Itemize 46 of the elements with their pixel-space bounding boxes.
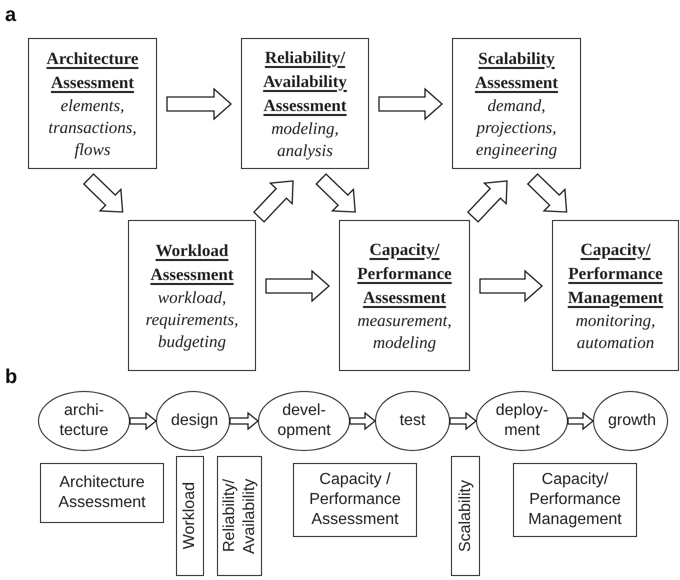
assessment-name: Capacity / Performance Assessment [308,470,402,530]
block-arrow [349,412,376,430]
block-arrow [82,173,124,213]
stage-activities: measurement, modeling [356,310,453,354]
panel-letter: a [5,4,16,27]
block-arrow [252,180,294,223]
assessment-box [217,456,262,576]
block-arrow [567,412,594,430]
assessment-name: Architecture Assessment [57,473,147,513]
stage-box [241,38,369,169]
phase-name: growth [608,411,653,431]
block-arrow [166,88,232,120]
assessment-name: Reliability/ Availability [220,477,258,556]
stage-box [128,220,256,371]
block-arrow [129,412,158,430]
block-arrow [265,270,330,302]
assessment-name: Scalability [456,480,474,552]
assessment-name: Workload [180,482,199,550]
block-arrow [449,412,478,430]
assessment-box [293,463,417,537]
assessment-name: Capacity/ Performance Management [527,470,623,530]
block-arrow [378,88,443,120]
block-arrow [315,173,356,213]
panel-letter: b [5,366,18,389]
stage-activities: elements, transactions, flows [47,94,138,160]
block-arrow [526,173,568,213]
phase-name: deploy- ment [494,401,550,441]
stage-activities: demand, projections, engineering [474,94,558,160]
assessment-box [451,456,480,576]
block-arrow [229,412,260,430]
block-arrow [466,180,508,223]
assessment-box [176,456,204,576]
assessment-box [40,463,164,523]
phase-name: devel- opment [276,401,332,441]
stage-box [452,38,581,169]
assessment-box [513,463,637,537]
phase-name: design [171,411,215,431]
stage-activities: modeling, analysis [270,118,340,162]
stage-activities: monitoring, automation [574,310,656,354]
stage-box [339,220,470,371]
stage-box [552,220,679,371]
phase-name: archi- tecture [58,401,110,441]
phase-name: test [400,411,426,431]
stage-activities: workload, requirements, budgeting [144,286,240,352]
block-arrow [479,270,543,302]
stage-box [28,38,157,169]
